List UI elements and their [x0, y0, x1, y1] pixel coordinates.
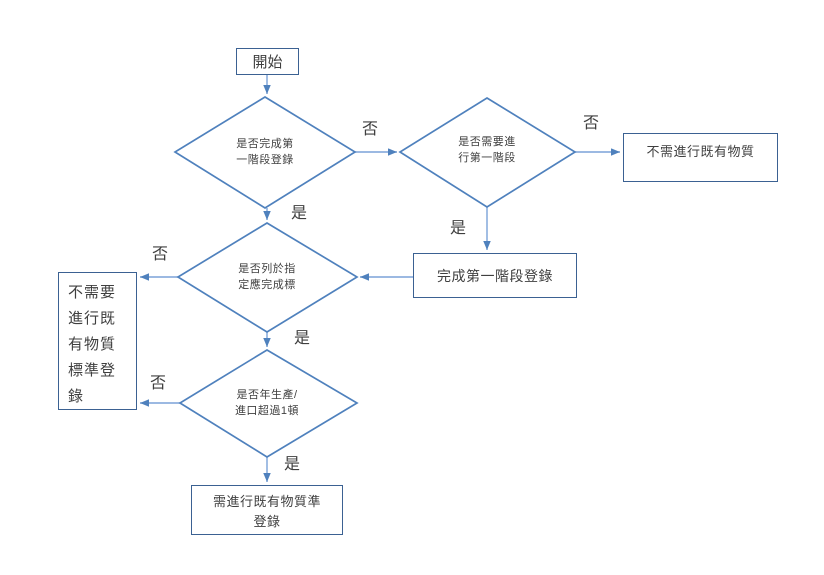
no-existing-substance-node: 不需進行既有物質 [623, 133, 778, 182]
edge-label-yes-listedcheck: 是 [294, 330, 311, 347]
no-standard-registration-line: 有物質 [68, 336, 117, 353]
no-standard-registration-line: 錄 [68, 388, 85, 405]
start-node-label: 開始 [252, 54, 283, 71]
need-registration-node: 需進行既有物質準 登錄 [191, 485, 343, 535]
need-registration-line2: 登錄 [253, 514, 281, 529]
diamond-check-need-stage1 [398, 97, 577, 209]
edge-label-yes-needstage1: 是 [450, 220, 467, 237]
edge-label-no-needstage1: 否 [583, 115, 600, 132]
edge-label-no-stage1check: 否 [362, 121, 379, 138]
diamond-check-tonnage [178, 349, 359, 458]
check-need-stage1-label: 是否需要進 行第一階段 [442, 134, 532, 166]
check-stage1-done-line1: 是否完成第 [236, 138, 294, 150]
start-node: 開始 [236, 48, 299, 75]
check-tonnage-label: 是否年生產/ 進口超過1頓 [222, 387, 312, 419]
check-stage1-done-line2: 一階段登錄 [236, 154, 294, 166]
need-registration-line1: 需進行既有物質準 [212, 494, 321, 509]
diamond-check-stage1-done [173, 96, 357, 210]
check-stage1-done-label: 是否完成第 一階段登錄 [220, 136, 310, 168]
no-standard-registration-line: 進行既 [68, 310, 117, 327]
check-listed-line1: 是否列於指 [238, 263, 296, 275]
no-standard-registration-node: 不需要 進行既 有物質 標準登 錄 [58, 272, 137, 410]
edge-label-no-listedcheck: 否 [152, 246, 169, 263]
diamond-check-listed [176, 222, 359, 333]
no-existing-substance-label: 不需進行既有物質 [646, 144, 755, 159]
check-tonnage-line1: 是否年生產/ [236, 389, 298, 401]
check-need-stage1-line1: 是否需要進 [458, 136, 516, 148]
check-listed-line2: 定應完成標 [238, 279, 296, 291]
check-need-stage1-line2: 行第一階段 [458, 152, 516, 164]
complete-stage1-node: 完成第一階段登錄 [413, 253, 577, 298]
complete-stage1-label: 完成第一階段登錄 [437, 267, 553, 284]
check-tonnage-line2: 進口超過1頓 [234, 405, 300, 417]
edge-label-yes-tonnage: 是 [284, 456, 301, 473]
no-standard-registration-line: 標準登 [68, 362, 117, 379]
no-standard-registration-line: 不需要 [68, 284, 117, 301]
edge-label-no-tonnage: 否 [150, 375, 167, 392]
check-listed-label: 是否列於指 定應完成標 [222, 261, 312, 293]
edge-label-yes-stage1check: 是 [291, 205, 308, 222]
